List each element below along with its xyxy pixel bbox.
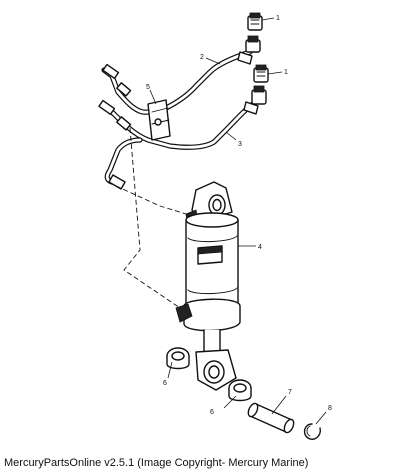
line-fittings-left xyxy=(98,63,132,190)
callout-5: 5 xyxy=(146,84,150,91)
bushing-left xyxy=(166,347,190,370)
trim-cylinder xyxy=(175,181,241,391)
line-clamp xyxy=(147,99,171,141)
callout-7: 7 xyxy=(288,389,292,396)
fitting-lower xyxy=(243,85,267,115)
bushing-right xyxy=(228,379,252,402)
callout-1-lower: 1 xyxy=(284,69,288,76)
fitting-upper xyxy=(237,35,261,65)
leader-lines xyxy=(149,17,327,425)
callout-3: 3 xyxy=(238,141,242,148)
pivot-pin xyxy=(247,402,295,434)
callout-8: 8 xyxy=(328,405,332,412)
callout-6-right: 6 xyxy=(210,409,214,416)
callout-4: 4 xyxy=(258,244,262,251)
fitting-loose-middle xyxy=(253,64,269,83)
callout-2: 2 xyxy=(200,54,204,61)
retaining-ring xyxy=(303,423,322,440)
copyright-caption: MercuryPartsOnline v2.5.1 (Image Copyrig… xyxy=(4,457,309,469)
hydraulic-line-upper xyxy=(101,49,253,115)
hydraulic-line-return xyxy=(104,137,143,185)
callout-6-left: 6 xyxy=(163,380,167,387)
callout-1-upper: 1 xyxy=(276,15,280,22)
alignment-dashes xyxy=(115,127,187,313)
fitting-loose-top xyxy=(247,12,263,31)
